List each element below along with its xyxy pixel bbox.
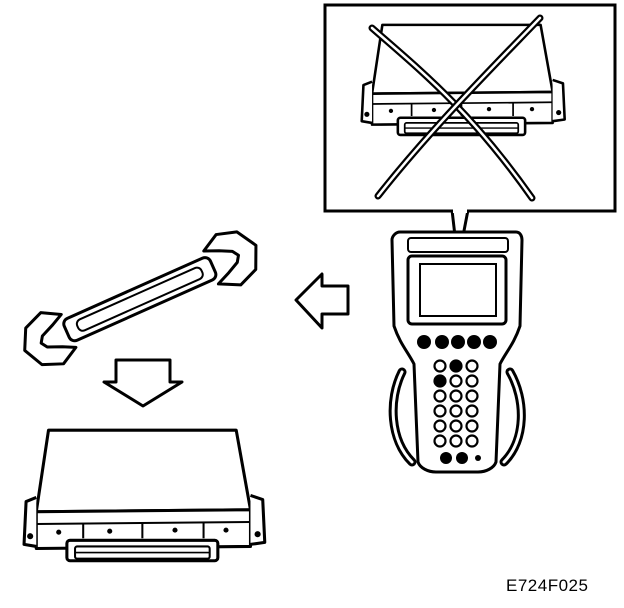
ecu-module-icon — [22, 428, 267, 563]
arrow-left-icon — [294, 272, 350, 330]
callout-box — [323, 3, 617, 264]
scan-tool-icon — [388, 230, 526, 474]
figure-code-label: E724F025 — [506, 576, 589, 595]
cross-out-icon — [368, 14, 544, 202]
arrow-down-icon — [102, 358, 184, 408]
wrench-icon — [23, 230, 258, 367]
